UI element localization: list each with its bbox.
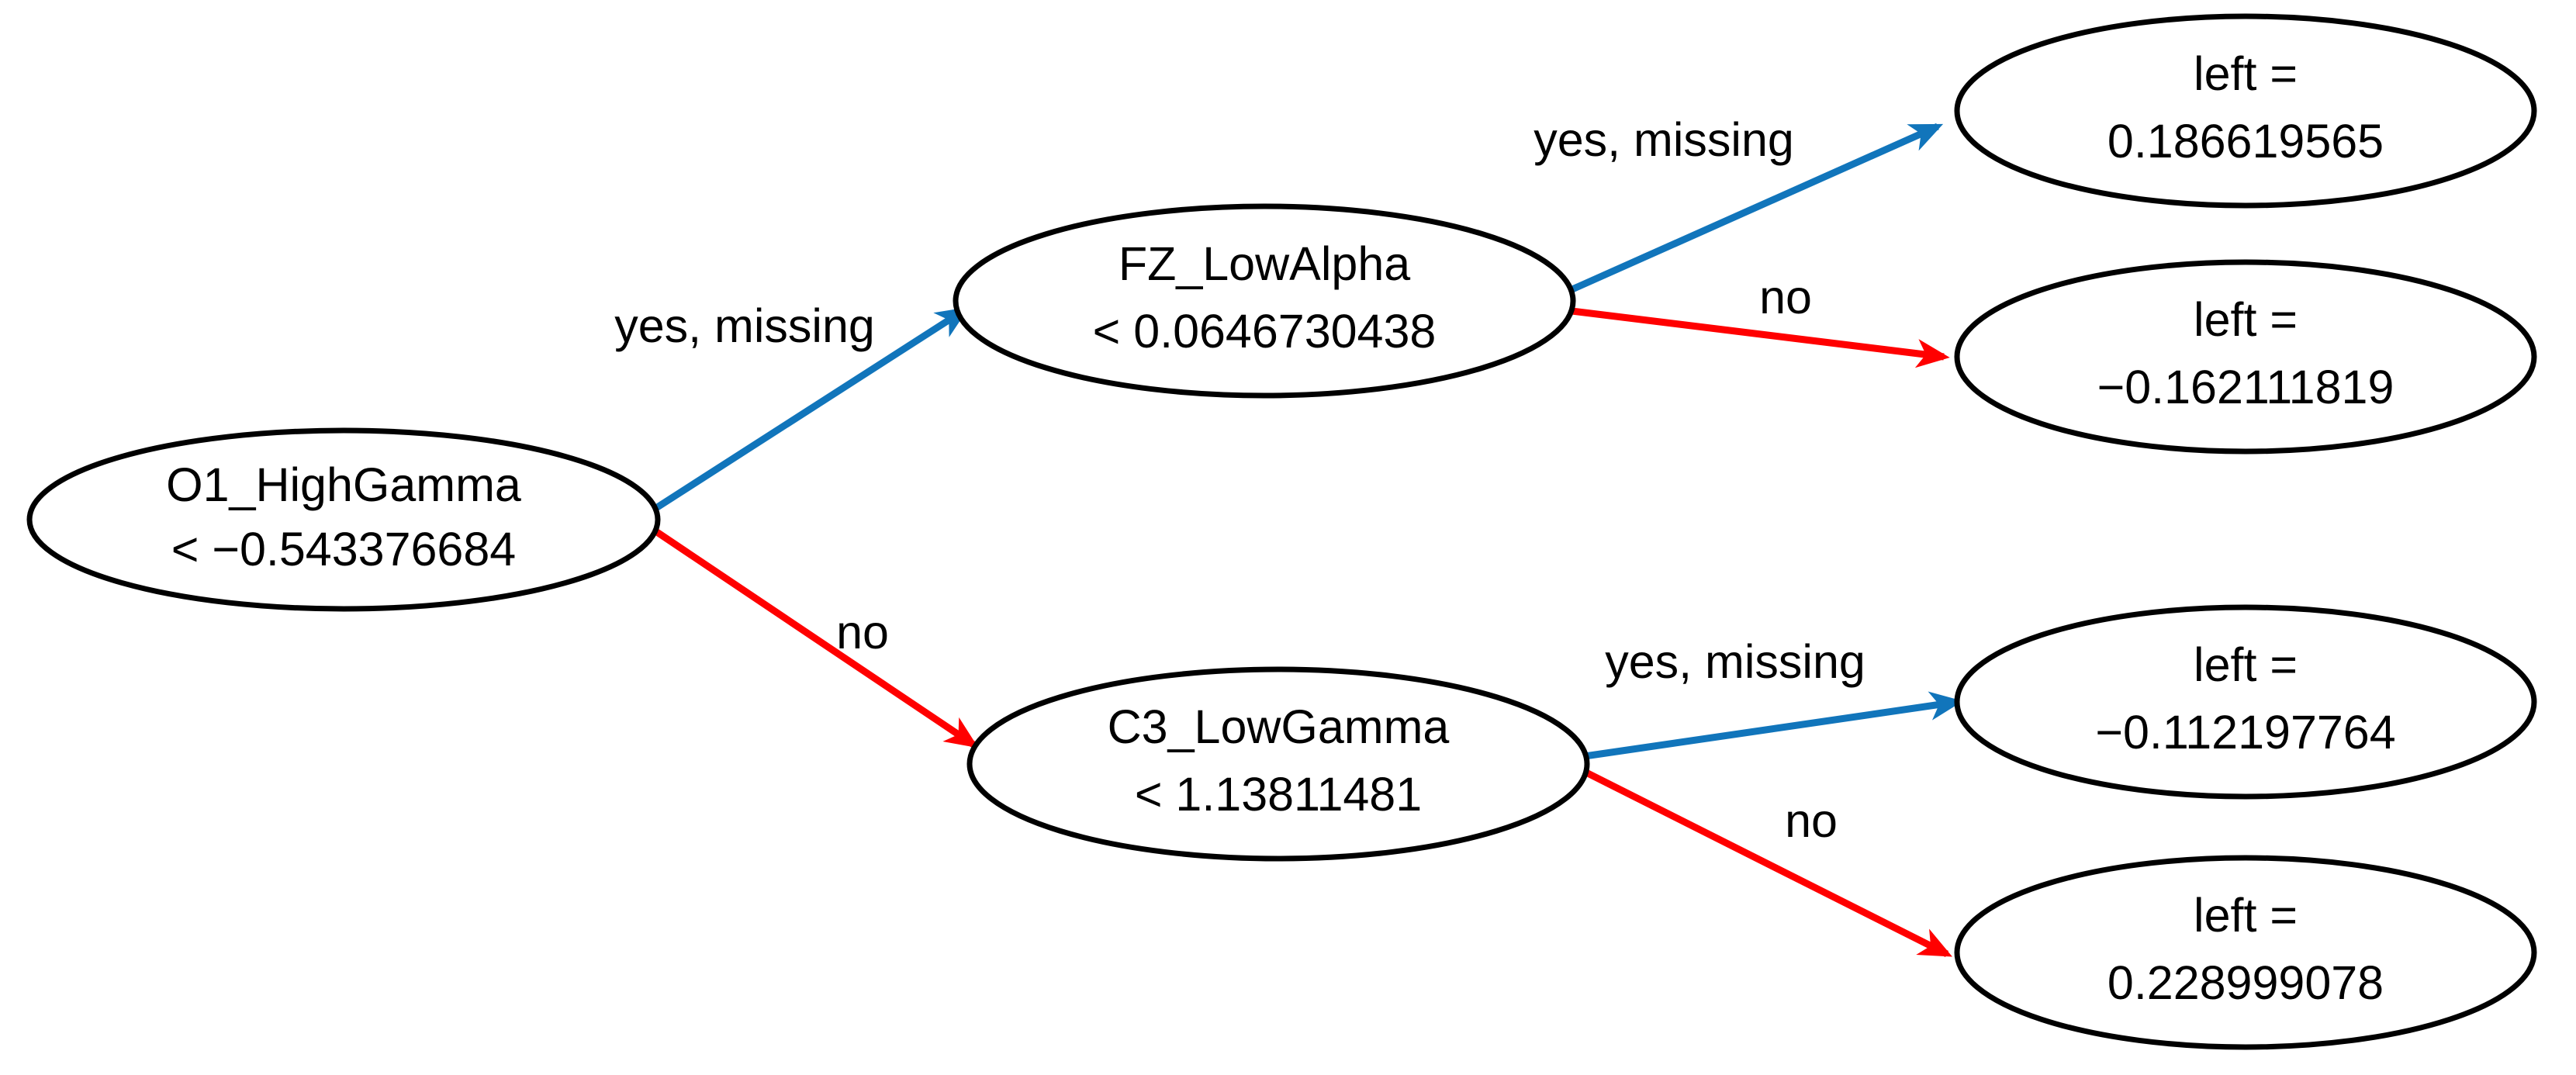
edge-fz-yes (1564, 123, 1944, 296)
node-root-ellipse[interactable] (26, 427, 661, 612)
edge-label-root-yes: yes, missing (614, 299, 875, 352)
node-split-c3[interactable]: C3_LowGamma < 1.13811481 (966, 666, 1590, 862)
edge-root-no (648, 524, 979, 748)
node-leaf-1-label: left = (2194, 47, 2298, 100)
node-leaf-4-value: 0.228999078 (2107, 956, 2384, 1009)
node-split-fz-feature: FZ_LowAlpha (1119, 237, 1410, 290)
node-leaf-2-label: left = (2194, 293, 2298, 346)
nodes-layer: O1_HighGamma < −0.543376684 FZ_LowAlpha … (26, 13, 2537, 1050)
node-leaf-1-ellipse[interactable] (1954, 13, 2537, 209)
node-leaf-1-value: 0.186619565 (2107, 115, 2384, 168)
node-leaf-2-value: −0.162111819 (2097, 361, 2394, 413)
node-root-feature: O1_HighGamma (166, 458, 521, 511)
node-leaf-4-label: left = (2194, 889, 2298, 942)
node-split-fz-condition: < 0.0646730438 (1093, 305, 1437, 358)
node-leaf-4[interactable]: left = 0.228999078 (1954, 855, 2537, 1050)
edge-label-fz-no: no (1759, 271, 1812, 323)
node-split-fz-ellipse[interactable] (953, 203, 1576, 399)
node-leaf-3-value: −0.112197764 (2095, 706, 2395, 759)
edge-fz-no (1565, 306, 1950, 368)
edge-root-yes (648, 306, 970, 515)
node-root[interactable]: O1_HighGamma < −0.543376684 (26, 427, 661, 612)
node-split-c3-condition: < 1.13811481 (1135, 768, 1422, 821)
node-leaf-2-ellipse[interactable] (1954, 259, 2537, 455)
edge-labels-layer: yes, missing no yes, missing no yes, mis… (614, 113, 1865, 847)
node-split-c3-feature: C3_LowGamma (1108, 700, 1450, 753)
node-root-condition: < −0.543376684 (171, 523, 516, 576)
edge-label-c3-yes: yes, missing (1605, 635, 1865, 688)
edges-layer (648, 123, 1963, 958)
edge-label-c3-no: no (1785, 794, 1838, 847)
node-split-c3-ellipse[interactable] (966, 666, 1590, 862)
node-leaf-2[interactable]: left = −0.162111819 (1954, 259, 2537, 455)
edge-c3-no (1582, 768, 1952, 958)
node-leaf-3-ellipse[interactable] (1954, 604, 2537, 800)
edge-label-root-no: no (836, 606, 889, 658)
edge-c3-yes (1584, 691, 1963, 760)
edge-label-fz-yes: yes, missing (1533, 113, 1794, 166)
node-leaf-3-label: left = (2194, 638, 2298, 691)
node-leaf-4-ellipse[interactable] (1954, 855, 2537, 1050)
node-leaf-1[interactable]: left = 0.186619565 (1954, 13, 2537, 209)
node-split-fz[interactable]: FZ_LowAlpha < 0.0646730438 (953, 203, 1576, 399)
node-leaf-3[interactable]: left = −0.112197764 (1954, 604, 2537, 800)
